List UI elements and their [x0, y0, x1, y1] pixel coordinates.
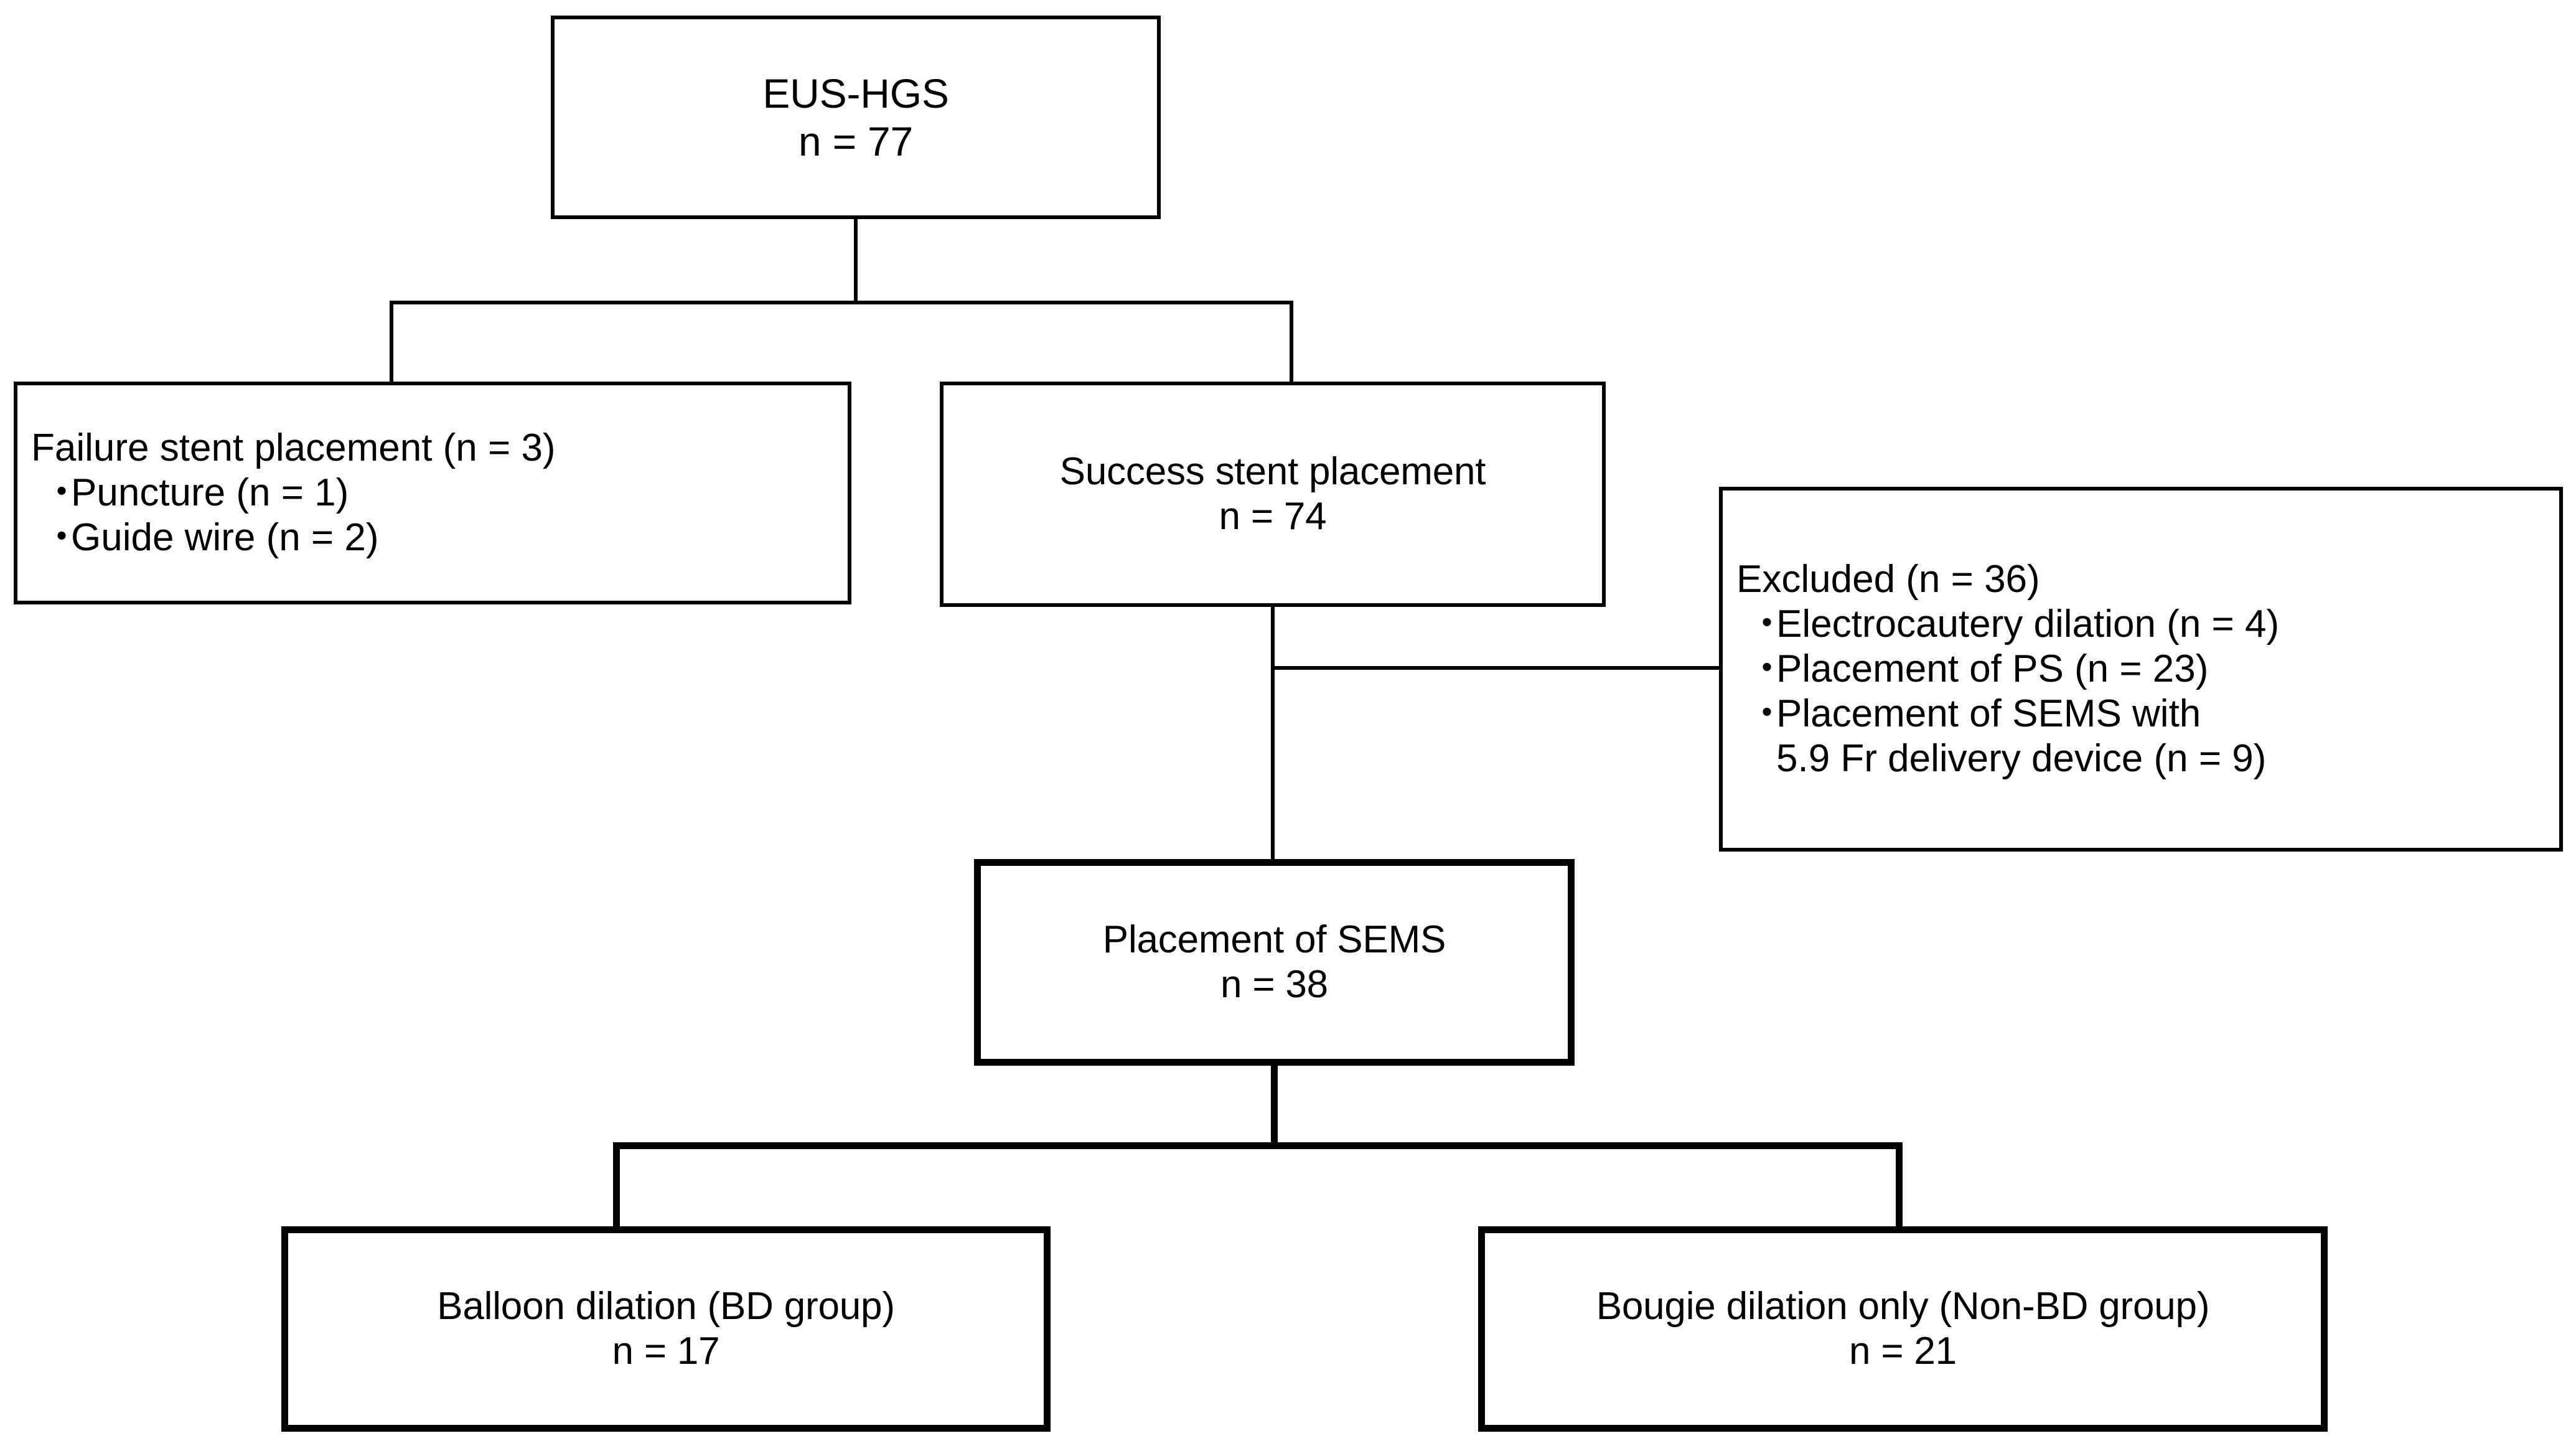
list-item: ・ Puncture (n = 1)	[42, 471, 839, 515]
connector-to-non-bd-group	[1896, 1142, 1903, 1233]
failure-bullet-guide-wire: Guide wire (n = 2)	[71, 515, 379, 559]
excluded-bullet-placement-sems: Placement of SEMS with	[1776, 692, 2201, 735]
excluded-header: Excluded (n = 36)	[1736, 558, 2040, 601]
bd-group-count: n = 17	[612, 1330, 720, 1373]
bullet-dot-icon: ・	[1748, 692, 1787, 735]
eus-hgs-count: n = 77	[798, 118, 914, 164]
bullet-dot-icon: ・	[42, 471, 82, 515]
node-success-stent-placement[interactable]: Success stent placement n = 74	[940, 382, 1606, 607]
bd-group-title: Balloon dilation (BD group)	[437, 1285, 895, 1328]
node-bougie-dilation-non-bd-group[interactable]: Bougie dilation only (Non-BD group) n = …	[1478, 1226, 2328, 1432]
failure-bullet-puncture: Puncture (n = 1)	[71, 471, 349, 515]
connector-success-stem	[1271, 603, 1275, 865]
excluded-bullet-sems-device: 5.9 Fr delivery device (n = 9)	[1776, 736, 2267, 780]
node-failure-stent-placement[interactable]: Failure stent placement (n = 3) ・ Punctu…	[14, 382, 851, 604]
connector-split-bar-top	[390, 301, 1293, 304]
bullet-dot-icon: ・	[1748, 647, 1787, 691]
bullet-dot-icon: ・	[42, 515, 82, 559]
excluded-bullet-list: ・ Electrocautery dilation (n = 4) ・ Plac…	[1731, 602, 2550, 781]
excluded-bullet-placement-ps: Placement of PS (n = 23)	[1776, 647, 2209, 691]
sems-count: n = 38	[1220, 963, 1328, 1006]
list-item: ・ Electrocautery dilation (n = 4)	[1748, 602, 2550, 647]
connector-success-to-excluded	[1271, 666, 1723, 670]
failure-bullet-list: ・ Puncture (n = 1) ・ Guide wire (n = 2)	[26, 471, 839, 560]
eus-hgs-title: EUS-HGS	[762, 70, 949, 116]
excluded-bullet-electrocautery: Electrocautery dilation (n = 4)	[1776, 603, 2280, 646]
connector-split-bar-bottom	[613, 1142, 1903, 1149]
node-balloon-dilation-bd-group[interactable]: Balloon dilation (BD group) n = 17	[281, 1226, 1051, 1432]
sems-title: Placement of SEMS	[1102, 918, 1446, 962]
connector-to-success	[1290, 301, 1293, 385]
node-excluded[interactable]: Excluded (n = 36) ・ Electrocautery dilat…	[1719, 487, 2563, 852]
connector-to-bd-group	[613, 1142, 620, 1233]
connector-to-failure	[390, 301, 393, 385]
non-bd-group-count: n = 21	[1849, 1330, 1957, 1373]
list-item: ・ Guide wire (n = 2)	[42, 515, 839, 560]
failure-header: Failure stent placement (n = 3)	[31, 426, 556, 470]
non-bd-group-title: Bougie dilation only (Non-BD group)	[1596, 1285, 2210, 1328]
list-item: ・ Placement of SEMS with	[1748, 692, 2550, 736]
node-placement-of-sems[interactable]: Placement of SEMS n = 38	[974, 859, 1575, 1066]
connector-sems-stem	[1271, 1062, 1278, 1149]
list-item-continuation: 5.9 Fr delivery device (n = 9)	[1748, 736, 2550, 781]
bullet-dot-icon: ・	[1748, 603, 1787, 646]
success-count: n = 74	[1219, 495, 1327, 538]
node-eus-hgs[interactable]: EUS-HGS n = 77	[551, 16, 1161, 219]
connector-root-stem	[854, 215, 858, 304]
success-title: Success stent placement	[1059, 450, 1486, 494]
list-item: ・ Placement of PS (n = 23)	[1748, 647, 2550, 692]
